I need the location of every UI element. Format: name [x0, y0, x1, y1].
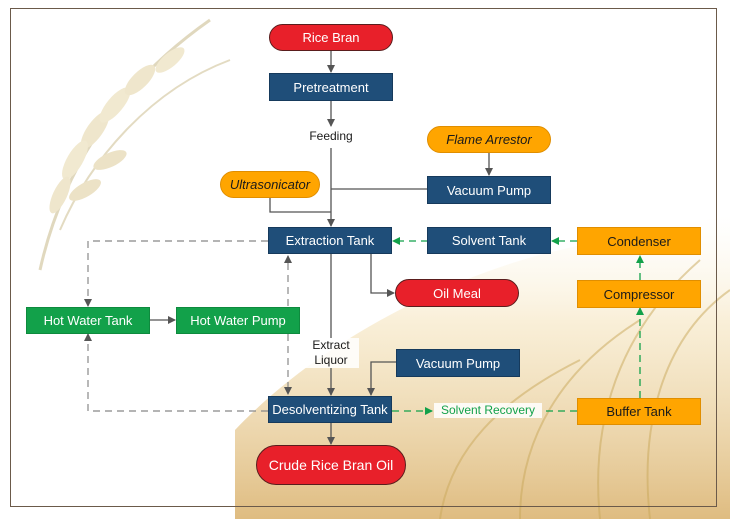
edge-extraction-oilmeal	[370, 254, 395, 297]
edge-extraction-hotwater	[84, 240, 268, 307]
node-crude-rice-bran-oil: Crude Rice Bran Oil	[256, 445, 406, 485]
label-solvent-recovery: Solvent Recovery	[434, 403, 542, 418]
node-ultrasonicator: Ultrasonicator	[220, 171, 320, 198]
edge-vacuumpump2-desolventizing	[367, 361, 396, 396]
node-hot-water-tank: Hot Water Tank	[26, 307, 150, 334]
node-desolventizing-tank: Desolventizing Tank	[268, 396, 392, 423]
node-pretreatment: Pretreatment	[269, 73, 393, 101]
edge-desolventizing-hotwater	[84, 333, 268, 412]
node-extraction-tank: Extraction Tank	[268, 227, 392, 254]
node-flame-arrestor: Flame Arrestor	[427, 126, 551, 153]
node-oil-meal: Oil Meal	[395, 279, 519, 307]
node-condenser: Condenser	[577, 227, 701, 255]
node-vacuum-pump-top: Vacuum Pump	[427, 176, 551, 204]
node-rice-bran: Rice Bran	[269, 24, 393, 51]
rice-stalk-left	[38, 18, 231, 271]
label-extract-liquor-text: Extract Liquor	[312, 338, 350, 367]
node-buffer-tank: Buffer Tank	[577, 398, 701, 425]
label-feeding: Feeding	[302, 129, 360, 144]
node-hot-water-pump: Hot Water Pump	[176, 307, 300, 334]
node-compressor: Compressor	[577, 280, 701, 308]
node-vacuum-pump-bottom: Vacuum Pump	[396, 349, 520, 377]
edge-ultrasonicator-extraction	[269, 198, 331, 213]
label-extract-liquor: Extract Liquor	[303, 338, 359, 368]
node-solvent-tank: Solvent Tank	[427, 227, 551, 254]
